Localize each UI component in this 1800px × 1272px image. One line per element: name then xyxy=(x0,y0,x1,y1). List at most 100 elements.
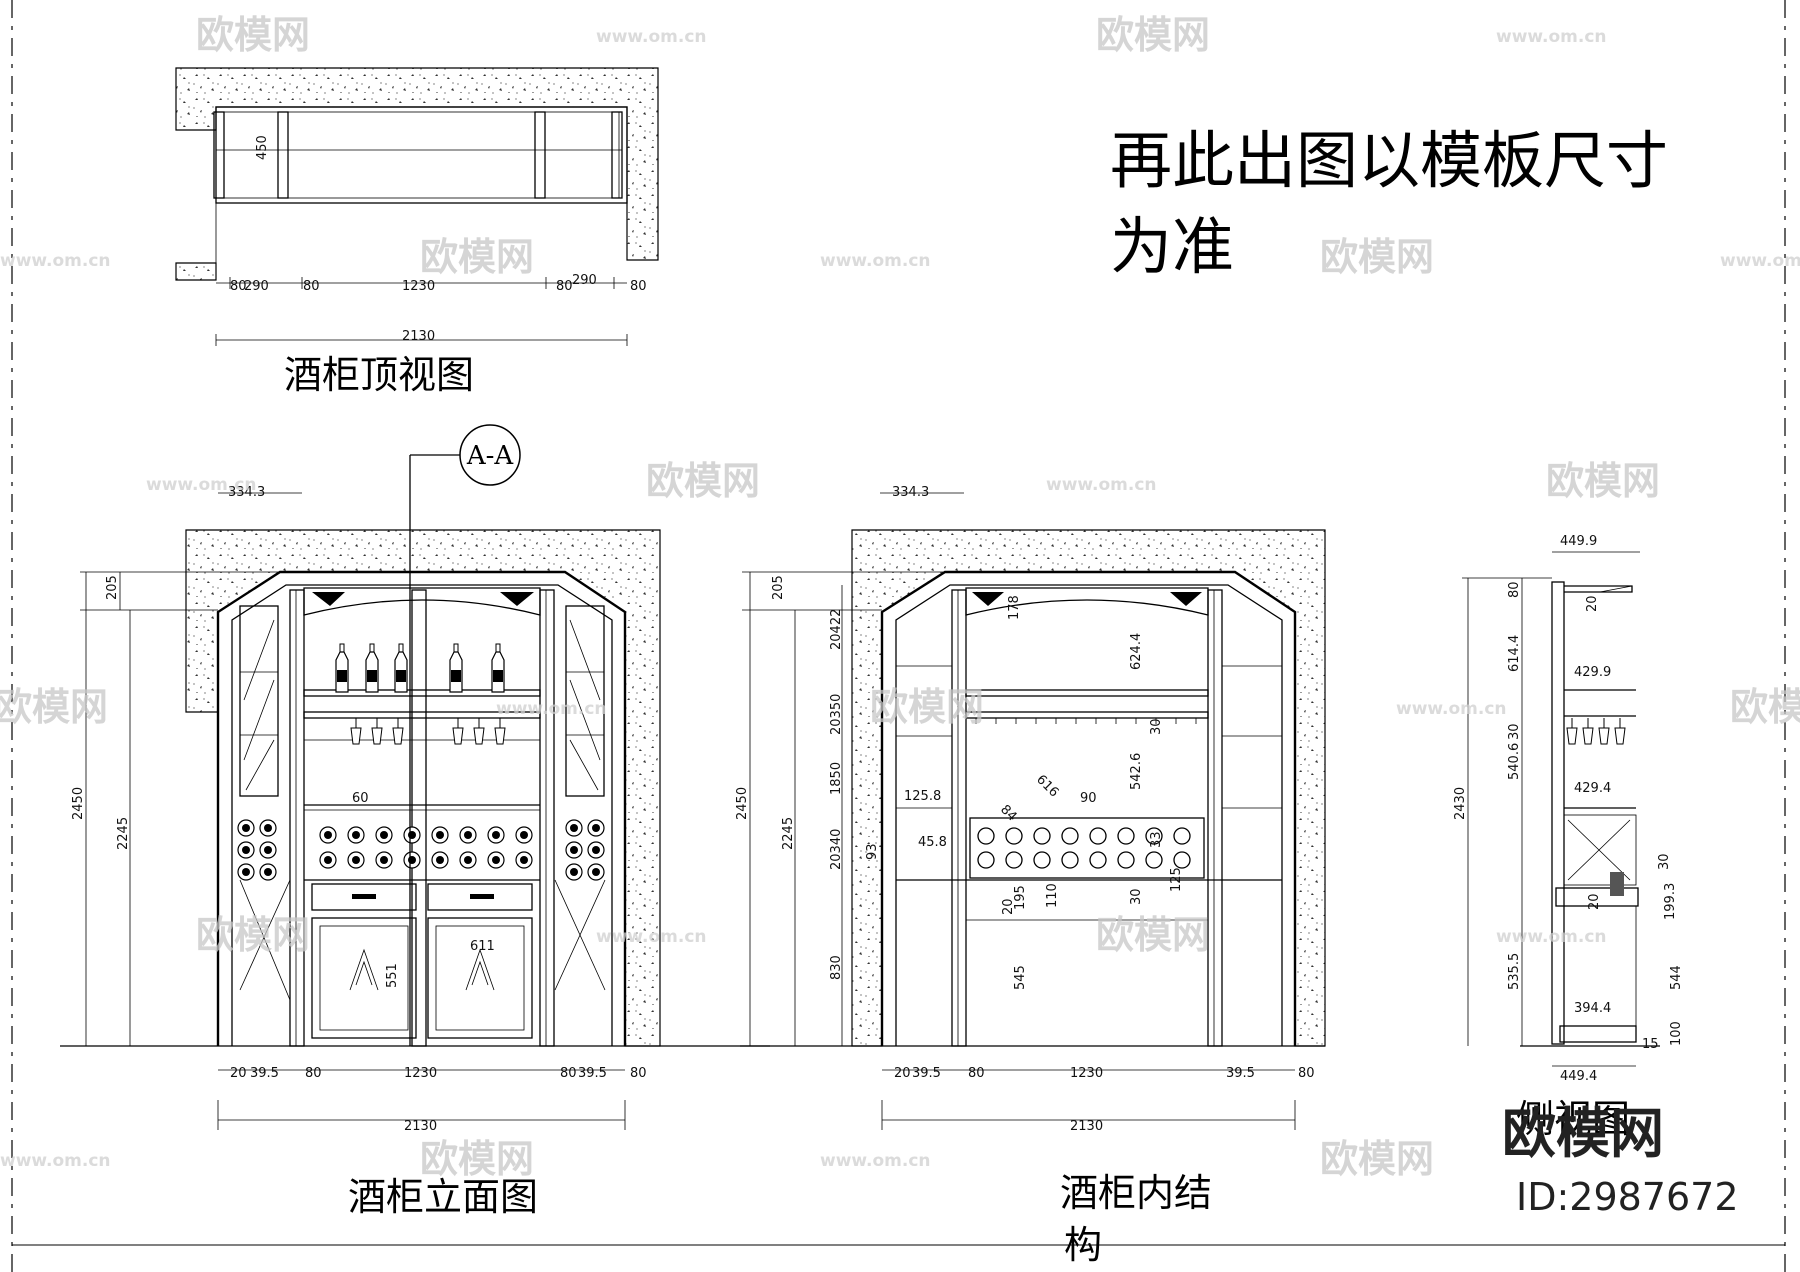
elev-dim-2245: 2245 xyxy=(116,817,131,850)
watermark-brand: 欧模网 xyxy=(870,685,984,729)
inner-dim-6244: 624.4 xyxy=(1129,633,1144,670)
side-dim-6144: 614.4 xyxy=(1507,635,1522,672)
watermark-url: www.om.cn xyxy=(1396,699,1507,719)
inner-dim-545: 545 xyxy=(1013,965,1028,990)
inner-dim-90: 90 xyxy=(1080,791,1097,806)
inner-dim-1230: 1230 xyxy=(1070,1066,1103,1081)
inner-dim-20b: 20 xyxy=(894,1066,911,1081)
side-view-title: 侧视图 xyxy=(1516,1097,1630,1141)
elev-dim-80c: 80 xyxy=(630,1066,647,1081)
watermark-url: www.om.cn xyxy=(1496,27,1607,47)
inner-dim-20: 20 xyxy=(1001,898,1016,915)
side-dim-30a: 30 xyxy=(1507,723,1522,740)
side-dim-4299: 429.9 xyxy=(1574,665,1611,680)
elevation-view: A-A 334.3 205 2450 2245 60 551 611 20 39… xyxy=(60,424,770,1219)
top-dim-290b: 290 xyxy=(572,273,597,288)
watermark-url: www.om.cn xyxy=(0,251,111,271)
interior-title-line1: 酒柜内结 xyxy=(1060,1171,1212,1215)
inner-dim-830: 830 xyxy=(829,955,844,980)
watermark-url: www.om.cn xyxy=(596,927,707,947)
inner-dim-20422: 20422 xyxy=(829,609,844,650)
watermark-url: www.om.cn xyxy=(1720,251,1800,271)
watermark-url: www.om.cn xyxy=(820,251,931,271)
watermark-brand: 欧模网 xyxy=(420,1137,534,1181)
side-dim-544: 544 xyxy=(1669,965,1684,990)
inner-dim-1258: 125.8 xyxy=(904,789,941,804)
wine-holes xyxy=(237,819,605,881)
inner-dim-395a: 39.5 xyxy=(912,1066,941,1081)
side-dim-4499: 449.9 xyxy=(1560,534,1597,549)
interior-glass-rack xyxy=(975,718,1197,724)
watermark-brand: 欧模网 xyxy=(1096,913,1210,957)
top-view-title: 酒柜顶视图 xyxy=(284,353,474,397)
inner-dim-20350: 20350 xyxy=(829,694,844,735)
interior-holes xyxy=(977,827,1191,869)
elev-dim-80b: 80 xyxy=(560,1066,577,1081)
side-dim-20a: 20 xyxy=(1585,595,1600,612)
top-dim-80d: 80 xyxy=(630,279,647,294)
elev-dim-2450: 2450 xyxy=(71,787,86,820)
elev-dim-3343: 334.3 xyxy=(228,485,265,500)
top-dim-80a: 80 xyxy=(230,279,247,294)
brand-logo-text: 欧模网 xyxy=(1502,1102,1664,1165)
inner-dim-616: 616 xyxy=(1033,772,1061,800)
inner-dim-458: 45.8 xyxy=(918,835,947,850)
inner-dim-2450: 2450 xyxy=(735,787,750,820)
inner-dim-3343: 334.3 xyxy=(892,485,929,500)
watermark-url: www.om.cn xyxy=(820,1151,931,1171)
side-dim-20c: 20 xyxy=(1587,893,1602,910)
side-dim-4294: 429.4 xyxy=(1574,781,1611,796)
sheet-border xyxy=(11,0,1786,1272)
inner-dim-20340: 20340 xyxy=(829,829,844,870)
elev-dim-205: 205 xyxy=(105,575,120,600)
elev-dim-395a: 39.5 xyxy=(250,1066,279,1081)
top-dim-290a: 290 xyxy=(244,279,269,294)
inner-dim-total: 2130 xyxy=(1070,1119,1103,1134)
side-view: 449.9 80 20 614.4 429.9 30 540.6 429.4 2… xyxy=(1453,534,1684,1141)
watermark-layer: 欧模网 欧模网 欧模网 欧模网 欧模网 欧模网 欧模网 欧模网 欧模网 欧模网 … xyxy=(0,13,1800,1181)
inner-dim-93: 93 xyxy=(865,843,880,860)
top-dim-1230: 1230 xyxy=(402,279,435,294)
note-line2: 为准 xyxy=(1110,210,1234,283)
watermark-url: www.om.cn xyxy=(596,27,707,47)
side-dim-5355: 535.5 xyxy=(1507,953,1522,990)
inner-dim-178: 178 xyxy=(1007,595,1022,620)
watermark-brand: 欧模网 xyxy=(0,685,108,729)
side-dim-15: 15 xyxy=(1642,1037,1659,1052)
inner-dim-395b: 39.5 xyxy=(1226,1066,1255,1081)
note-line1: 再此出图以模板尺寸 xyxy=(1110,124,1668,197)
inner-dim-80b: 80 xyxy=(1298,1066,1315,1081)
watermark-brand: 欧模网 xyxy=(1320,235,1434,279)
elev-dim-total: 2130 xyxy=(404,1119,437,1134)
interior-title-line2: 构 xyxy=(1064,1223,1102,1267)
top-dim-80c: 80 xyxy=(556,279,573,294)
watermark-brand: 欧模网 xyxy=(646,459,760,503)
watermark-url: www.om.cn xyxy=(146,475,257,495)
side-dim-1993: 199.3 xyxy=(1663,883,1678,920)
inner-dim-33: 33 xyxy=(1149,831,1164,848)
side-dim-2430: 2430 xyxy=(1453,787,1468,820)
elev-dim-611: 611 xyxy=(470,939,495,954)
top-dim-depth: 450 xyxy=(255,135,270,160)
side-dim-30b: 30 xyxy=(1657,853,1672,870)
side-dim-5406: 540.6 xyxy=(1507,743,1522,780)
elev-dim-1230: 1230 xyxy=(404,1066,437,1081)
elev-dim-395b: 39.5 xyxy=(578,1066,607,1081)
top-view: 80 290 80 1230 80 290 80 2130 450 酒柜顶视图 xyxy=(175,67,659,397)
inner-dim-30a: 30 xyxy=(1149,718,1164,735)
inner-dim-205: 205 xyxy=(771,575,786,600)
side-dim-80: 80 xyxy=(1507,581,1522,598)
top-dim-80b: 80 xyxy=(303,279,320,294)
watermark-brand: 欧模网 xyxy=(1320,1137,1434,1181)
watermark-brand: 欧模网 xyxy=(196,913,310,957)
watermark-url: www.om.cn xyxy=(1046,475,1157,495)
watermark-brand: 欧模网 xyxy=(1096,13,1210,57)
inner-dim-30b: 30 xyxy=(1129,888,1144,905)
watermark-brand: 欧模网 xyxy=(420,235,534,279)
side-dim-100: 100 xyxy=(1669,1021,1684,1046)
elev-dim-20: 20 xyxy=(230,1066,247,1081)
inner-dim-80a: 80 xyxy=(968,1066,985,1081)
inner-dim-195: 195 xyxy=(1013,885,1028,910)
